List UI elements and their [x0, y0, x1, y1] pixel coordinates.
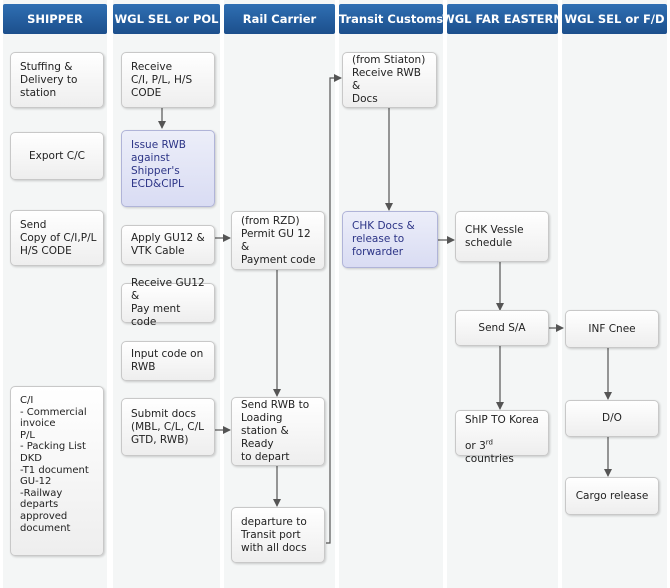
lane-header-rail-carrier: Rail Carrier [224, 4, 335, 34]
docs-legend-box: C/I - Commercial invoice P/L - Packing L… [10, 386, 104, 556]
ship-to-korea-line2-post: countries [465, 452, 514, 465]
lane-wgl-far-eastern-bg [447, 0, 558, 588]
apply-gu12-box: Apply GU12 & VTK Cable [121, 225, 215, 265]
lane-rail-carrier-bg [224, 0, 335, 588]
cargo-release-box: Cargo release [565, 477, 659, 515]
ship-to-korea-label: ShIP TO Korea or 3rd countries [465, 401, 542, 466]
input-code-box: Input code on RWB [121, 341, 215, 381]
permit-gu12-box: (from RZD) Permit GU 12 & Payment code [231, 211, 325, 270]
lane-header-wgl-sel-fd: WGL SEL or F/D [562, 4, 667, 34]
ship-to-korea-line2-pre: or 3 [465, 439, 486, 452]
receive-ci-pl-box: Receive C/I, P/L, H/S CODE [121, 52, 215, 108]
departure-transit-box: departure to Transit port with all docs [231, 507, 325, 563]
receive-rwb-docs-box: (from Stiaton) Receive RWB & Docs [342, 52, 437, 108]
send-sa-box: Send S/A [455, 310, 549, 346]
ship-to-korea-sup: rd [485, 438, 493, 446]
send-rwb-box: Send RWB to Loading station & Ready to d… [231, 397, 325, 466]
receive-gu12-box: Receive GU12 & Pay ment code [121, 277, 215, 328]
lane-header-transit-customs: Transit Customs [339, 4, 443, 34]
submit-docs-box: Submit docs (MBL, C/L, C/L GTD, RWB) [121, 398, 215, 456]
lane-header-wgl-far-eastern: WGL FAR EASTERN [442, 4, 563, 34]
chk-docs-release-box: CHK Docs & release to forwarder [342, 211, 438, 268]
do-box: D/O [565, 400, 659, 437]
issue-rwb-box: Issue RWB against Shipper's ECD&CIPL [121, 130, 215, 207]
ship-to-korea-line1: ShIP TO Korea [465, 413, 539, 426]
stuffing-delivery-box: Stuffing & Delivery to station [10, 52, 104, 108]
chk-vessel-schedule-box: CHK Vessle schedule [455, 211, 549, 262]
inf-cnee-box: INF Cnee [565, 310, 659, 348]
export-cc-box: Export C/C [10, 132, 104, 180]
ship-to-korea-box: ShIP TO Korea or 3rd countries [455, 410, 549, 465]
arrow-departure-to-customs [326, 74, 342, 544]
lane-header-shipper: SHIPPER [3, 4, 107, 34]
lane-header-wgl-sel-pol: WGL SEL or POL [113, 4, 220, 34]
send-copy-box: Send Copy of C/I,P/L H/S CODE [10, 210, 104, 266]
